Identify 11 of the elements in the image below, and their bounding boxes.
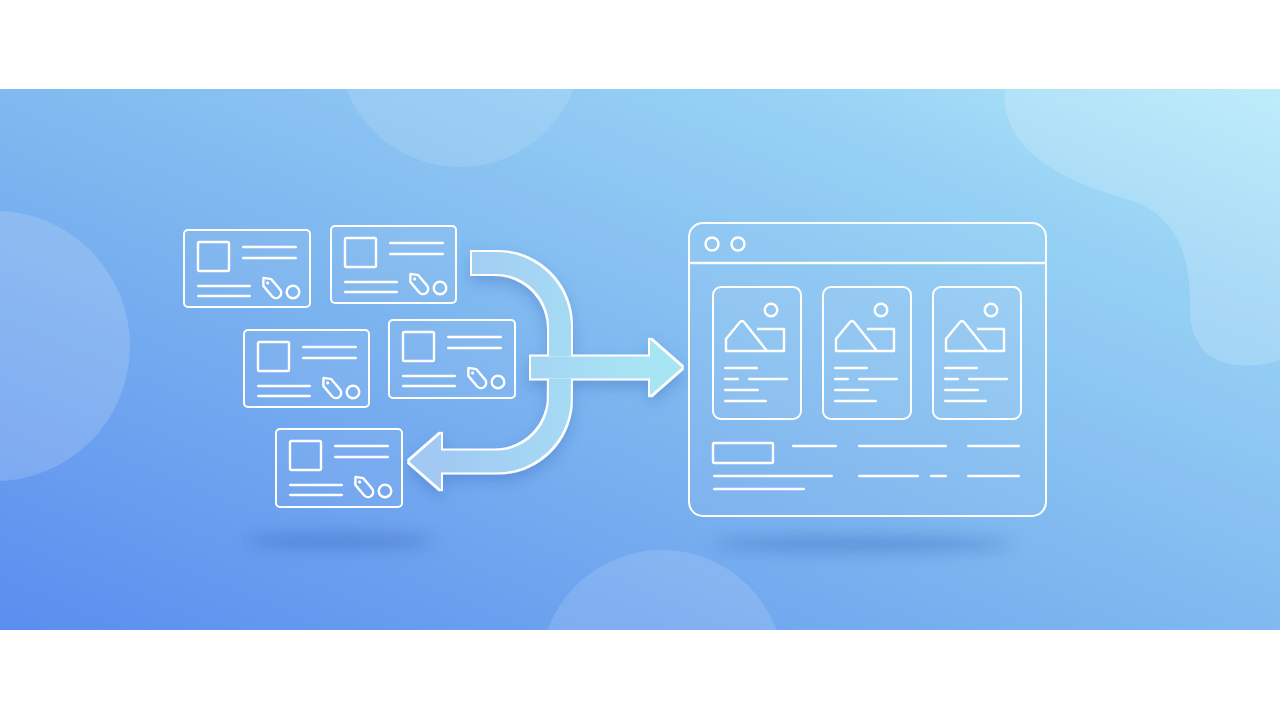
- browser-window: [688, 222, 1047, 517]
- product-tile: [711, 285, 802, 420]
- product-card: [388, 319, 516, 399]
- product-card: [275, 428, 403, 508]
- product-card: [243, 329, 370, 408]
- arrow: [409, 378, 571, 490]
- product-card: [330, 225, 457, 304]
- product-tile: [931, 285, 1022, 420]
- arrow: [531, 339, 682, 396]
- product-tile: [821, 285, 912, 420]
- product-card: [183, 229, 311, 308]
